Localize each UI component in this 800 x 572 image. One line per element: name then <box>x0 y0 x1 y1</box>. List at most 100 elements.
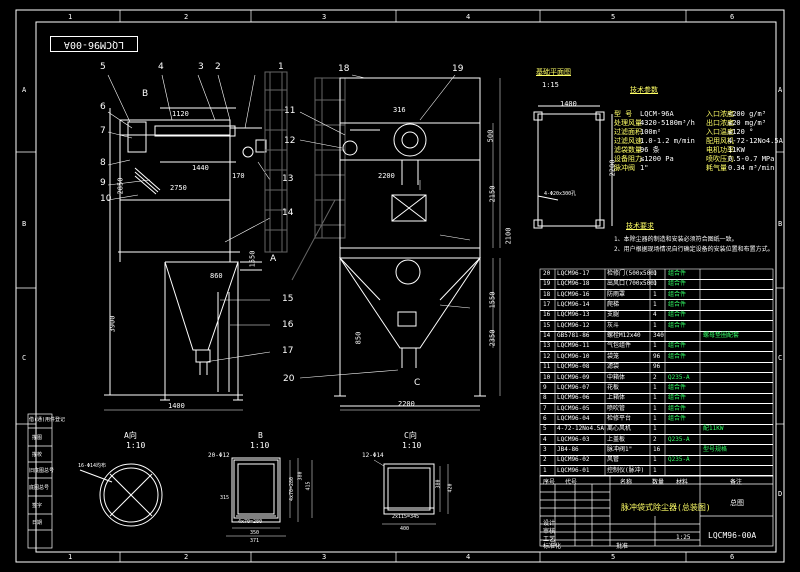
callout-11: 11 <box>284 106 296 116</box>
callout-12: 12 <box>284 136 296 146</box>
tech-param-key: 电机功率 <box>706 146 734 154</box>
a-view-title: A向 <box>124 431 137 440</box>
dim-side-850: 850 <box>354 331 363 345</box>
bom-cell-mat: 组合件 <box>668 414 687 422</box>
a-view-scale: 1:10 <box>126 441 146 450</box>
b-view-dim: 4x70=280 <box>238 519 263 525</box>
border-number-top-3: 3 <box>322 13 327 21</box>
border-number-bottom-1: 1 <box>68 553 73 561</box>
drawing-title: 脉冲袋式除尘器(总装图) <box>621 503 711 512</box>
bom-row-divider <box>540 289 773 291</box>
tech-param-key: 出口浓度 <box>706 119 734 127</box>
bom-cell-code: GB5781-86 <box>557 332 590 340</box>
bom-cell-note: 型号规格 <box>703 445 728 453</box>
callout-15: 15 <box>282 294 294 304</box>
plan-dim-holes: 4-Φ20x300孔 <box>544 191 577 197</box>
c-view-dim: 380 <box>435 479 442 489</box>
callout-4: 4 <box>158 62 164 72</box>
b-view-dim: 415 <box>305 481 312 491</box>
bom-cell-name: 检修平台 <box>607 414 632 422</box>
callout-13: 13 <box>282 174 294 184</box>
bom-cell-qty: 96 <box>653 352 661 360</box>
bom-header-mat: 材料 <box>676 479 689 486</box>
bom-cell-no: 10 <box>543 373 551 381</box>
title-block-label-review: 审核 <box>543 528 556 535</box>
dim-front-170: 170 <box>232 172 245 180</box>
bom-cell-name: 上盖板 <box>607 435 626 443</box>
callout-7: 7 <box>100 126 106 136</box>
bom-row-divider <box>540 278 773 280</box>
tech-param-value: ≤1200 Pa <box>640 155 674 163</box>
callout-10: 10 <box>100 194 112 204</box>
callout-6: 6 <box>100 102 106 112</box>
bom-row-divider <box>540 465 773 467</box>
bom-cell-qty: 1 <box>653 394 657 402</box>
border-letter-right-b: B <box>778 220 783 228</box>
callout-1: 1 <box>278 62 284 72</box>
bom-cell-qty: 1 <box>653 414 657 422</box>
bom-cell-no: 18 <box>543 290 551 298</box>
bom-row-divider <box>540 340 773 342</box>
bom-cell-no: 12 <box>543 352 551 360</box>
callout-19: 19 <box>452 64 464 74</box>
bom-cell-mat: 组合件 <box>668 280 687 288</box>
c-view-dim: 420 <box>447 483 454 493</box>
bom-row-divider <box>540 361 773 363</box>
bom-cell-mat: Q235-A <box>668 435 690 443</box>
tech-params-heading: 技术参数 <box>630 86 658 94</box>
strip-label-old-no: 旧底图总号 <box>29 468 55 474</box>
bom-cell-no: 20 <box>543 270 551 277</box>
callout-8: 8 <box>100 158 106 168</box>
tech-param-key: 配用风机 <box>706 137 734 145</box>
c-view-dim: 400 <box>400 526 410 532</box>
bom-cell-name: 花板 <box>607 383 620 391</box>
title-block-label-process: 工艺 <box>543 536 556 543</box>
strip-label-register: 借(通)用件登记 <box>29 417 66 423</box>
border-letter-left-a: A <box>22 86 27 94</box>
tech-param-value: 0.5-0.7 MPa <box>728 155 775 163</box>
callout-20: 20 <box>283 374 295 384</box>
tech-param-value: 100m² <box>640 128 662 136</box>
bom-cell-no: 1 <box>543 466 547 474</box>
bom-row-divider <box>540 309 773 311</box>
bom-header-name: 名称 <box>620 479 633 486</box>
drawing-company: 总图 <box>730 499 744 507</box>
callout-5: 5 <box>100 62 106 72</box>
bom-cell-code: JB4-86 <box>557 445 579 453</box>
bom-cell-mat: 组合件 <box>668 321 687 329</box>
bom-cell-mat: 组合件 <box>668 270 687 277</box>
callout-17: 17 <box>282 346 294 356</box>
dim-front-1440: 1440 <box>192 164 209 172</box>
c-view-title: C向 <box>404 431 417 440</box>
bom-cell-no: 7 <box>543 404 547 412</box>
bom-cell-code: LQCM96-03 <box>557 435 590 443</box>
border-letter-left-b: B <box>22 220 27 228</box>
bom-cell-no: 2 <box>543 456 547 464</box>
tech-param-value: <200 g/m³ <box>728 110 766 118</box>
bom-cell-qty: 1 <box>653 280 657 288</box>
bom-cell-name: 出风口(700x500) <box>607 280 658 288</box>
a-view-holes: 16-Φ14均布 <box>78 463 107 469</box>
bom-cell-qty: 1 <box>653 404 657 412</box>
callout-letter-b: B <box>142 89 149 99</box>
plan-view-scale: 1:15 <box>542 81 559 89</box>
callout-letter-c: C <box>414 378 421 388</box>
tech-param-key: 喷吹压力 <box>706 155 734 163</box>
tech-param-key: 入口浓度 <box>706 110 734 118</box>
bom-cell-name: 灰斗 <box>607 321 620 329</box>
bom-cell-mat: 组合件 <box>668 394 687 402</box>
bom-cell-qty: 1 <box>653 383 657 391</box>
dim-side-2100: 2100 <box>504 227 513 245</box>
border-number-bottom-5: 5 <box>611 553 616 561</box>
bom-cell-qty: 2 <box>653 435 657 443</box>
tech-param-value: 11KW <box>728 146 745 154</box>
bom-cell-name: 上箱体 <box>607 394 626 402</box>
bom-cell-name: 袋笼 <box>607 352 620 360</box>
tech-param-key: 处理风量 <box>614 119 642 127</box>
bom-cell-name: 离心风机 <box>607 425 632 433</box>
